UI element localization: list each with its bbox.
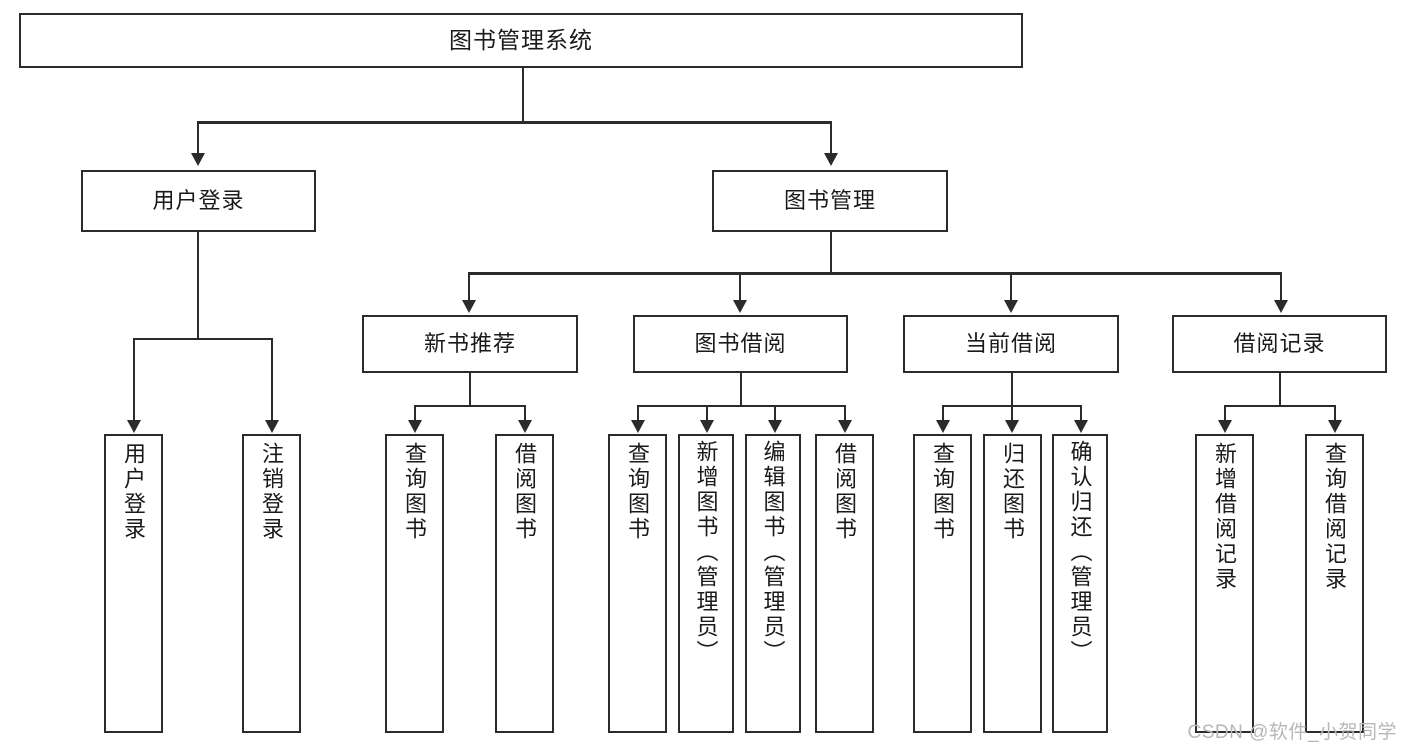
connector-login-to-leaf1 <box>133 338 135 421</box>
arrow-bookborrow-to-leaf1 <box>631 420 645 433</box>
connector-newbook-bus <box>414 405 526 407</box>
connector-bookborrow-to-leaf2 <box>706 405 708 421</box>
connector-bookborrow-stem <box>740 373 742 406</box>
arrow-root-to-login <box>191 153 205 166</box>
leaf-borrowrecord-query-record-label: 查询借阅记录 <box>1322 442 1348 592</box>
node-book-management[interactable]: 图书管理 <box>712 170 948 232</box>
leaf-newbook-borrow-book-label: 借阅图书 <box>512 442 538 542</box>
arrow-bookmgmt-to-l3-2 <box>733 300 747 313</box>
arrow-login-to-leaf1 <box>127 420 141 433</box>
connector-bookmgmt-stem <box>830 232 832 273</box>
node-book-borrow-label: 图书借阅 <box>694 331 787 357</box>
node-new-book-recommend-label: 新书推荐 <box>423 331 516 357</box>
arrow-login-to-leaf2 <box>265 420 279 433</box>
node-root-label: 图书管理系统 <box>449 26 593 53</box>
node-root[interactable]: 图书管理系统 <box>19 13 1023 68</box>
leaf-currentborrow-confirm-return-label: 确认归还（管理员） <box>1067 440 1093 665</box>
connector-root-bus <box>197 121 832 124</box>
leaf-bookborrow-add-book[interactable]: 新增图书（管理员） <box>678 434 734 733</box>
connector-newbook-to-leaf2 <box>524 405 526 421</box>
leaf-user-login[interactable]: 用户登录 <box>104 434 163 733</box>
connector-newbook-stem <box>469 373 471 406</box>
leaf-bookborrow-borrow-book-label: 借阅图书 <box>832 442 858 542</box>
connector-bookborrow-to-leaf4 <box>844 405 846 421</box>
node-book-borrow[interactable]: 图书借阅 <box>633 315 848 373</box>
node-user-login[interactable]: 用户登录 <box>81 170 316 232</box>
leaf-logout-label: 注销登录 <box>259 442 285 542</box>
leaf-newbook-query-book-label: 查询图书 <box>402 442 428 542</box>
connector-currentborrow-stem <box>1011 373 1013 406</box>
connector-bookmgmt-to-l3-1 <box>468 272 470 301</box>
arrow-currentborrow-to-leaf2 <box>1005 420 1019 433</box>
leaf-newbook-borrow-book[interactable]: 借阅图书 <box>495 434 554 733</box>
leaf-logout[interactable]: 注销登录 <box>242 434 301 733</box>
connector-borrowrecord-to-leaf2 <box>1334 405 1336 421</box>
connector-login-to-leaf2 <box>271 338 273 421</box>
node-current-borrow-label: 当前借阅 <box>964 331 1057 357</box>
leaf-currentborrow-return-book-label: 归还图书 <box>1000 442 1026 542</box>
node-new-book-recommend[interactable]: 新书推荐 <box>362 315 578 373</box>
leaf-currentborrow-query-book-label: 查询图书 <box>930 442 956 542</box>
node-book-management-label: 图书管理 <box>783 188 876 214</box>
leaf-newbook-query-book[interactable]: 查询图书 <box>385 434 444 733</box>
node-user-login-label: 用户登录 <box>152 188 245 214</box>
leaf-borrowrecord-query-record[interactable]: 查询借阅记录 <box>1305 434 1364 733</box>
connector-bookmgmt-to-l3-4 <box>1280 272 1282 301</box>
leaf-bookborrow-query-book-label: 查询图书 <box>625 442 651 542</box>
connector-bookmgmt-to-l3-2 <box>739 272 741 301</box>
leaf-bookborrow-query-book[interactable]: 查询图书 <box>608 434 667 733</box>
connector-borrowrecord-bus <box>1224 405 1336 407</box>
connector-borrowrecord-to-leaf1 <box>1224 405 1226 421</box>
arrow-newbook-to-leaf1 <box>408 420 422 433</box>
connector-currentborrow-to-leaf1 <box>942 405 944 421</box>
connector-root-stem <box>522 68 524 122</box>
leaf-user-login-label: 用户登录 <box>121 442 147 542</box>
node-borrow-record[interactable]: 借阅记录 <box>1172 315 1387 373</box>
connector-borrowrecord-stem <box>1279 373 1281 406</box>
connector-bookborrow-to-leaf3 <box>774 405 776 421</box>
leaf-bookborrow-borrow-book[interactable]: 借阅图书 <box>815 434 874 733</box>
leaf-currentborrow-query-book[interactable]: 查询图书 <box>913 434 972 733</box>
connector-bookborrow-to-leaf1 <box>637 405 639 421</box>
node-borrow-record-label: 借阅记录 <box>1233 331 1326 357</box>
connector-login-bus <box>133 338 273 340</box>
leaf-bookborrow-edit-book-label: 编辑图书（管理员） <box>760 440 786 665</box>
connector-login-stem <box>197 232 199 339</box>
connector-bookmgmt-bus <box>468 272 1282 275</box>
connector-currentborrow-to-leaf2 <box>1011 405 1013 421</box>
arrow-newbook-to-leaf2 <box>518 420 532 433</box>
arrow-bookmgmt-to-l3-4 <box>1274 300 1288 313</box>
watermark: CSDN @软件_小贺同学 <box>1187 722 1397 743</box>
leaf-borrowrecord-add-record-label: 新增借阅记录 <box>1212 442 1238 592</box>
leaf-bookborrow-add-book-label: 新增图书（管理员） <box>693 440 719 665</box>
arrow-borrowrecord-to-leaf1 <box>1218 420 1232 433</box>
connector-root-to-bookmgmt <box>830 121 832 154</box>
arrow-bookmgmt-to-l3-3 <box>1004 300 1018 313</box>
node-current-borrow[interactable]: 当前借阅 <box>903 315 1119 373</box>
arrow-bookmgmt-to-l3-1 <box>462 300 476 313</box>
connector-bookborrow-bus <box>637 405 846 407</box>
arrow-currentborrow-to-leaf1 <box>936 420 950 433</box>
arrow-bookborrow-to-leaf2 <box>700 420 714 433</box>
arrow-bookborrow-to-leaf3 <box>768 420 782 433</box>
arrow-currentborrow-to-leaf3 <box>1074 420 1088 433</box>
leaf-bookborrow-edit-book[interactable]: 编辑图书（管理员） <box>745 434 801 733</box>
connector-currentborrow-to-leaf3 <box>1080 405 1082 421</box>
arrow-borrowrecord-to-leaf2 <box>1328 420 1342 433</box>
leaf-currentborrow-return-book[interactable]: 归还图书 <box>983 434 1042 733</box>
leaf-currentborrow-confirm-return[interactable]: 确认归还（管理员） <box>1052 434 1108 733</box>
connector-root-to-login <box>197 121 199 154</box>
arrow-bookborrow-to-leaf4 <box>838 420 852 433</box>
connector-bookmgmt-to-l3-3 <box>1010 272 1012 301</box>
arrow-root-to-bookmgmt <box>824 153 838 166</box>
connector-newbook-to-leaf1 <box>414 405 416 421</box>
leaf-borrowrecord-add-record[interactable]: 新增借阅记录 <box>1195 434 1254 733</box>
